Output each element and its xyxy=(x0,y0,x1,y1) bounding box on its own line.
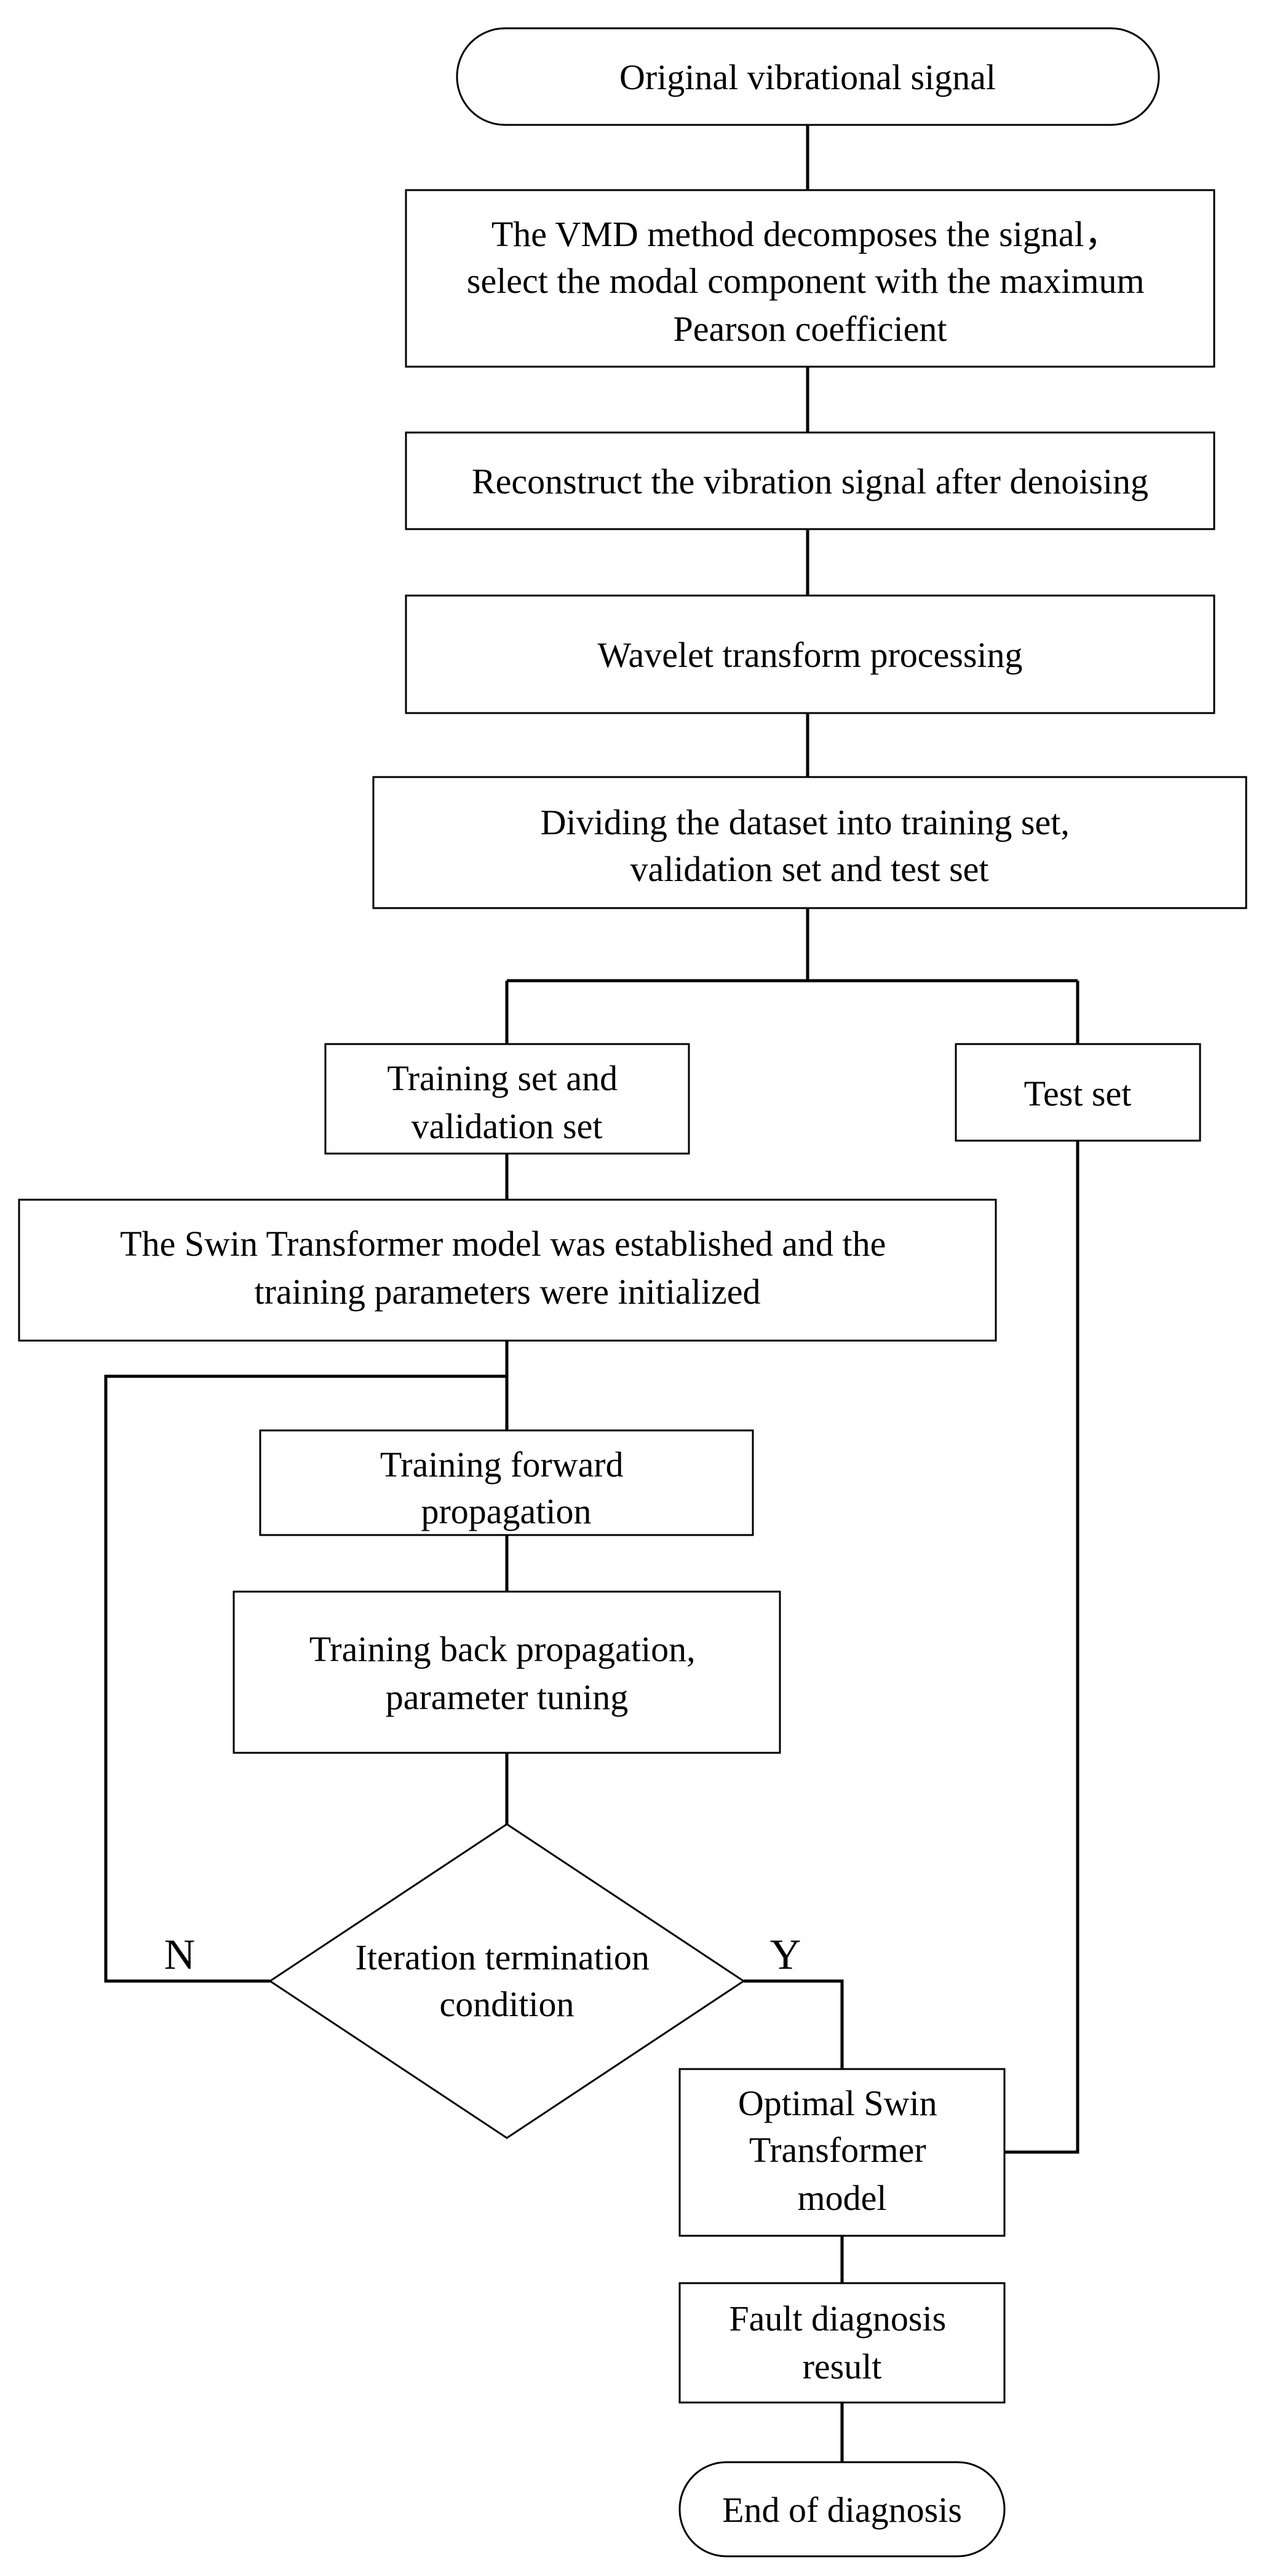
decision-yes-label: Y xyxy=(770,1931,801,1979)
divide-dataset-box xyxy=(372,776,1247,909)
start-label: Original vibrational signal xyxy=(619,57,996,97)
optimal-model-box xyxy=(678,2068,1006,2237)
forward-propagation-box xyxy=(259,1429,754,1536)
end-label: End of diagnosis xyxy=(722,2490,962,2530)
decision-label: Iteration termination condition xyxy=(356,1937,659,2024)
train-val-label: Training set and validation set xyxy=(387,1058,626,1146)
optimal-label: Optimal Swin Transformer model xyxy=(738,2083,946,2218)
backward-label: Training back propagation, parameter tun… xyxy=(309,1629,704,1717)
vmd-decompose-box xyxy=(405,189,1215,368)
fault-result-box xyxy=(678,2282,1006,2404)
wavelet-label: Wavelet transform processing xyxy=(597,635,1022,675)
edge-test-to-optimal xyxy=(1004,1141,1079,2154)
wavelet-transform-box xyxy=(405,594,1215,714)
forward-label: Training forward propagation xyxy=(380,1445,632,1531)
edge-decision-yes xyxy=(744,1979,844,2069)
fault-label: Fault diagnosis result xyxy=(729,2299,955,2387)
decision-no-label: N xyxy=(164,1931,196,1979)
test-set-label: Test set xyxy=(1024,1074,1132,1114)
iteration-decision-diamond xyxy=(268,1823,745,2139)
edge-decision-no-loop xyxy=(104,1374,507,1983)
reconstruct-signal-box xyxy=(405,431,1215,530)
divide-label: Dividing the dataset into training set, … xyxy=(541,802,1079,889)
vmd-label: The VMD method decomposes the signal， se… xyxy=(467,214,1153,349)
back-propagation-box xyxy=(233,1590,781,1754)
reconstruct-label: Reconstruct the vibration signal after d… xyxy=(472,461,1148,501)
swin-model-label: The Swin Transformer model was establish… xyxy=(120,1224,895,1312)
swin-model-init-box xyxy=(18,1198,997,1342)
